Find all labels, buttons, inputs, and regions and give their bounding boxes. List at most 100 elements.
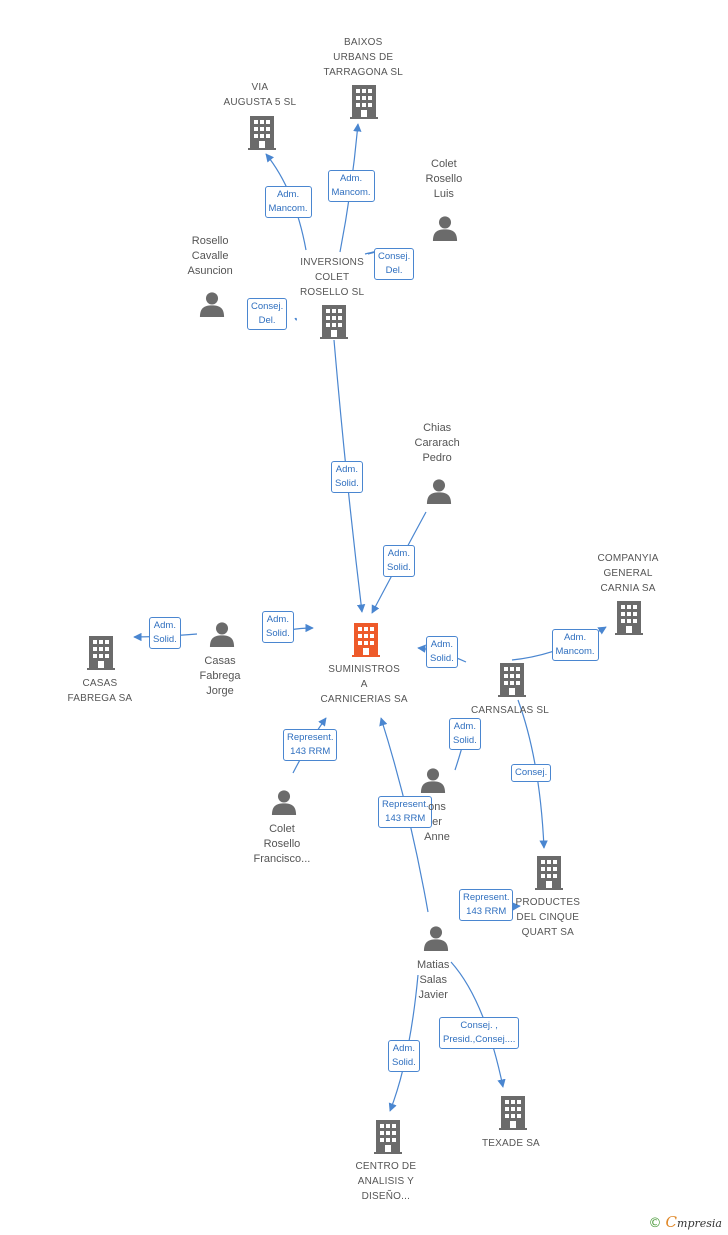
edge-label-text: Adm.: [392, 1043, 415, 1054]
edge-label-text: Adm.: [453, 721, 476, 732]
chias-person-icon[interactable]: [426, 479, 452, 504]
edge-label-inversions-to-baixos[interactable]: Adm.Mancom.: [327, 170, 375, 202]
brand-initial: C: [665, 1213, 678, 1231]
inversions-building-icon[interactable]: [320, 305, 348, 339]
node-label-productes[interactable]: PRODUCTES DEL CINQUE QUART SA: [516, 895, 581, 940]
edge-label-rosello_asuncion-to-inversions[interactable]: Consej. Del.: [247, 298, 288, 330]
edge-label-casas_jorge-to-suministros[interactable]: Adm.Solid.: [262, 611, 294, 643]
edge-label-text: Del.: [385, 265, 403, 276]
edge-label-text: Adm.: [563, 632, 587, 643]
node-label-line: Pedro: [422, 452, 452, 464]
node-label-line: COLET: [314, 272, 350, 283]
edge-rosello_asuncion-to-inversions: [294, 317, 297, 321]
edge-label-colet_luis-to-inversions[interactable]: Consej.Del.: [374, 248, 415, 280]
edge-matias-to-texade: [450, 961, 506, 1088]
node-label-line: FABREGA SA: [67, 693, 133, 704]
node-label-line: ANALISIS Y: [357, 1176, 414, 1187]
edge-label-text: Del.: [258, 315, 276, 326]
node-label-line: Francisco...: [253, 853, 311, 865]
baixos-building-icon[interactable]: [350, 85, 378, 119]
edge-label-text: 143 RRM: [466, 906, 507, 917]
colet-luis-person-icon[interactable]: [432, 216, 458, 241]
rosello-asuncion-person-icon[interactable]: [199, 292, 225, 317]
edge-label-matias-to-productes[interactable]: Represent.143 RRM: [459, 889, 514, 921]
node-label-line: Matias: [417, 959, 450, 971]
edge-label-text: Mancom.: [555, 646, 595, 657]
node-label-line: BAIXOS: [344, 37, 383, 48]
edge-label-chias-to-suministros[interactable]: Adm.Solid.: [383, 545, 415, 577]
edge-label-casas_jorge-to-casas_sa[interactable]: Adm.Solid.: [149, 617, 181, 649]
texade-building-icon[interactable]: [499, 1096, 527, 1130]
brand-watermark: ©Cmpresia: [649, 1213, 722, 1231]
edge-label-matias-to-centro[interactable]: Adm. Solid.: [388, 1040, 420, 1072]
node-label-line: TEXADE SA: [482, 1138, 540, 1149]
centro-building-icon[interactable]: [374, 1120, 402, 1154]
node-label-line: Colet: [269, 823, 295, 835]
node-label-texade[interactable]: TEXADE SA: [482, 1136, 540, 1151]
edge-label-text: Presid.,Consej....: [443, 1034, 516, 1045]
edge-label-text: 143 RRM: [385, 813, 426, 824]
edge-label-inversions-to-via_augusta[interactable]: Adm.Mancom.: [264, 186, 312, 218]
node-label-line: CENTRO DE: [355, 1161, 417, 1172]
casas-jorge-person-icon[interactable]: [209, 622, 235, 647]
node-label-line: A: [360, 679, 368, 690]
node-label-line: CARNIA SA: [600, 583, 656, 594]
node-label-line: Rosello: [263, 838, 301, 850]
node-label-line: Rosello: [191, 235, 229, 247]
suministros-building-icon[interactable]: [352, 623, 380, 657]
node-label-centro[interactable]: CENTRO DE ANALISIS Y DISEÑO...: [356, 1159, 417, 1204]
node-label-line: QUART SA: [521, 927, 574, 938]
node-label-line: ons: [428, 801, 446, 813]
node-label-line: Anne: [424, 831, 450, 843]
edge-label-colet_francisco-to-suministros[interactable]: Represent.143 RRM: [283, 729, 338, 761]
node-label-line: Fabrega: [199, 670, 241, 682]
edge-label-matias-to-suministros[interactable]: Represent.143 RRM: [378, 796, 433, 828]
edge-label-text: Solid.: [266, 628, 290, 639]
matias-person-icon[interactable]: [423, 926, 449, 951]
carnsalas-building-icon[interactable]: [498, 663, 526, 697]
node-label-carnsalas[interactable]: CARNSALAS SL: [471, 703, 549, 718]
node-label-line: COMPANYIA: [597, 553, 659, 564]
node-label-line: PRODUCTES: [515, 897, 581, 908]
brand-name: mpresia: [677, 1217, 722, 1230]
node-label-line: Casas: [204, 655, 236, 667]
casas-sa-building-icon[interactable]: [87, 636, 115, 670]
edge-label-carnsalas-to-companyia[interactable]: Adm. Mancom.: [551, 629, 599, 661]
productes-building-icon[interactable]: [535, 856, 563, 890]
anne-person-icon[interactable]: [420, 768, 446, 793]
edge-label-text: Consej.: [515, 767, 548, 778]
node-label-line: SUMINISTROS: [328, 664, 400, 675]
edge-label-carnsalas-to-suministros[interactable]: Adm.Solid.: [426, 636, 458, 668]
edge-label-carnsalas-to-productes[interactable]: Consej.: [511, 764, 552, 782]
node-label-line: DISEÑO...: [361, 1191, 411, 1202]
edge-label-text: Solid.: [392, 1057, 416, 1068]
edge-label-anne-to-carnsalas[interactable]: Adm. Solid.: [449, 718, 481, 750]
via-augusta-building-icon[interactable]: [248, 116, 276, 150]
edge-label-text: Adm.: [335, 464, 358, 475]
colet-francisco-person-icon[interactable]: [271, 790, 297, 815]
node-label-suministros[interactable]: SUMINISTROS A CARNICERIAS SA: [321, 662, 408, 707]
edge-label-text: Solid.: [453, 735, 477, 746]
edge-label-text: Adm.: [430, 639, 453, 650]
edge-label-inversions-to-suministros[interactable]: Adm.Solid.: [331, 461, 363, 493]
edge-label-matias-to-texade[interactable]: Consej. ,Presid.,Consej....: [439, 1017, 520, 1049]
edge-label-text: Adm.: [153, 620, 176, 631]
node-label-line: DEL CINQUE: [516, 912, 580, 923]
node-label-line: CARNICERIAS SA: [320, 694, 408, 705]
edge-label-text: Represent.: [287, 732, 334, 743]
node-label-line: Cavalle: [191, 250, 229, 262]
companyia-building-icon[interactable]: [615, 601, 643, 635]
edge-label-text: Consej.: [251, 301, 284, 312]
